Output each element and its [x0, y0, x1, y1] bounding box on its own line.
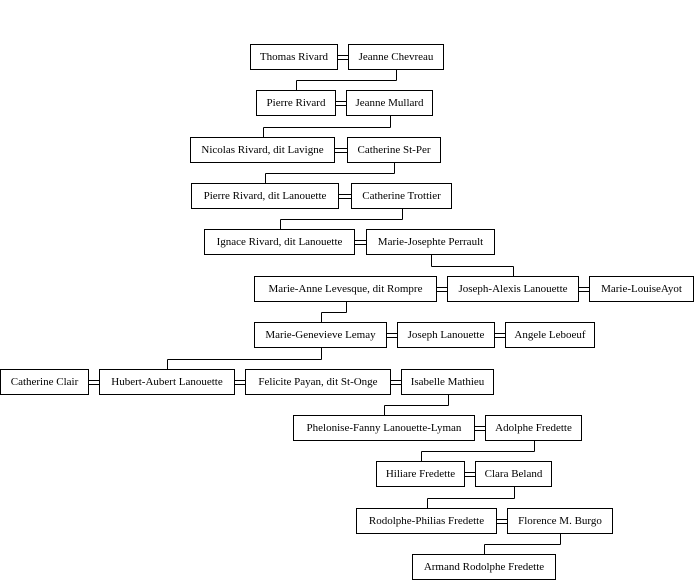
person-box-marie-josephte-perrault[interactable]: Marie-Josephte Perrault: [366, 229, 495, 255]
person-box-catherine-clair[interactable]: Catherine Clair: [0, 369, 89, 395]
person-box-ignace-rivard[interactable]: Ignace Rivard, dit Lanouette: [204, 229, 355, 255]
person-name: Hubert-Aubert Lanouette: [111, 375, 223, 388]
person-name: Marie-Genevieve Lemay: [265, 328, 376, 341]
person-box-felicite-payan[interactable]: Felicite Payan, dit St-Onge: [245, 369, 391, 395]
person-name: Angele Leboeuf: [514, 328, 586, 341]
person-name: Thomas Rivard: [259, 50, 329, 63]
person-name: Catherine St-Per: [357, 143, 431, 156]
person-name: Phelonise-Fanny Lanouette-Lyman: [306, 421, 462, 434]
person-box-jeanne-chevreau[interactable]: Jeanne Chevreau: [348, 44, 444, 70]
person-box-isabelle-mathieu[interactable]: Isabelle Mathieu: [401, 369, 494, 395]
person-box-phelonise-fanny[interactable]: Phelonise-Fanny Lanouette-Lyman: [293, 415, 475, 441]
person-name: Florence M. Burgo: [518, 514, 602, 527]
person-box-hiliare-fredette[interactable]: Hiliare Fredette: [376, 461, 465, 487]
person-box-joseph-lanouette[interactable]: Joseph Lanouette: [397, 322, 495, 348]
person-box-marie-genevieve-lemay[interactable]: Marie-Genevieve Lemay: [254, 322, 387, 348]
person-name: Armand Rodolphe Fredette: [423, 560, 545, 573]
person-name: Marie-Josephte Perrault: [377, 235, 484, 248]
person-box-nicolas-rivard[interactable]: Nicolas Rivard, dit Lavigne: [190, 137, 335, 163]
person-box-angele-leboeuf[interactable]: Angele Leboeuf: [505, 322, 595, 348]
person-name: Jeanne Chevreau: [358, 50, 434, 63]
person-box-rodolphe-philias-fredette[interactable]: Rodolphe-Philias Fredette: [356, 508, 497, 534]
person-box-hubert-aubert-lanouette[interactable]: Hubert-Aubert Lanouette: [99, 369, 235, 395]
person-name: Joseph-Alexis Lanouette: [458, 282, 568, 295]
person-name: Pierre Rivard: [266, 96, 326, 109]
person-name: Ignace Rivard, dit Lanouette: [216, 235, 343, 248]
person-box-florence-burgo[interactable]: Florence M. Burgo: [507, 508, 613, 534]
person-name: Felicite Payan, dit St-Onge: [258, 375, 378, 388]
person-name: Marie-Anne Levesque, dit Rompre: [268, 282, 423, 295]
person-box-catherine-trottier[interactable]: Catherine Trottier: [351, 183, 452, 209]
person-box-adolphe-fredette[interactable]: Adolphe Fredette: [485, 415, 582, 441]
person-name: Clara Beland: [484, 467, 543, 480]
person-name: Catherine Trottier: [362, 189, 441, 202]
person-name: Rodolphe-Philias Fredette: [368, 514, 485, 527]
person-box-jeanne-mullard[interactable]: Jeanne Mullard: [346, 90, 433, 116]
person-name: Nicolas Rivard, dit Lavigne: [201, 143, 324, 156]
person-box-armand-rodolphe-fredette[interactable]: Armand Rodolphe Fredette: [412, 554, 556, 580]
person-box-pierre-rivard-lanouette[interactable]: Pierre Rivard, dit Lanouette: [191, 183, 339, 209]
person-name: Marie-LouiseAyot: [601, 282, 682, 295]
person-box-joseph-alexis-lanouette[interactable]: Joseph-Alexis Lanouette: [447, 276, 579, 302]
person-box-marie-anne-levesque[interactable]: Marie-Anne Levesque, dit Rompre: [254, 276, 437, 302]
person-box-pierre-rivard[interactable]: Pierre Rivard: [256, 90, 336, 116]
person-box-marie-louise-ayot[interactable]: Marie-LouiseAyot: [589, 276, 694, 302]
person-name: Isabelle Mathieu: [410, 375, 485, 388]
person-name: Pierre Rivard, dit Lanouette: [203, 189, 327, 202]
person-box-catherine-st-per[interactable]: Catherine St-Per: [347, 137, 441, 163]
person-name: Joseph Lanouette: [407, 328, 485, 341]
person-name: Adolphe Fredette: [495, 421, 572, 434]
person-name: Catherine Clair: [10, 375, 79, 388]
person-name: Hiliare Fredette: [385, 467, 456, 480]
person-name: Jeanne Mullard: [355, 96, 424, 109]
person-box-clara-beland[interactable]: Clara Beland: [475, 461, 552, 487]
person-box-thomas-rivard[interactable]: Thomas Rivard: [250, 44, 338, 70]
